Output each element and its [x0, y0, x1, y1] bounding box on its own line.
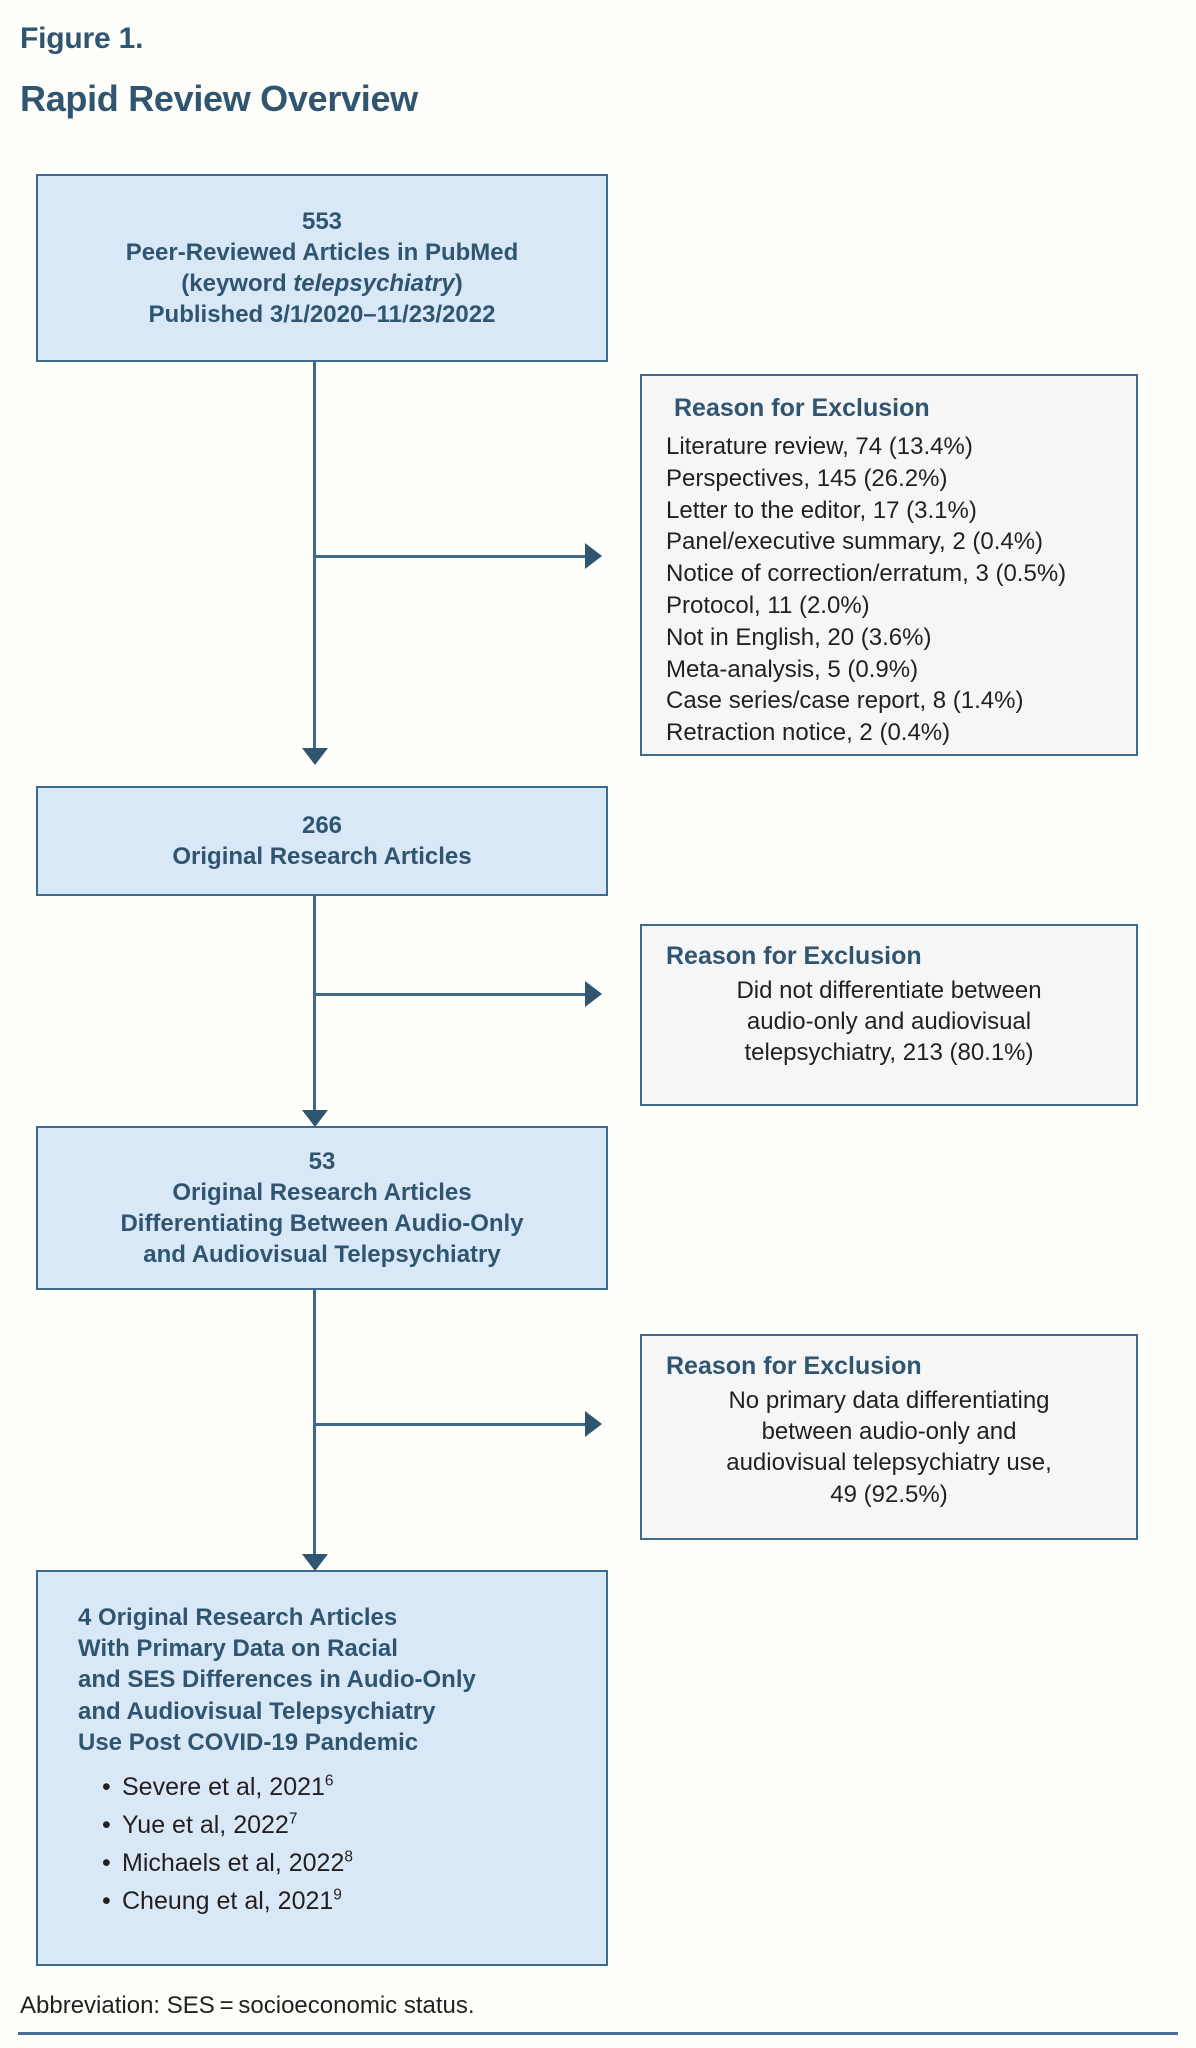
exclusion-2-line1: Did not differentiate between	[736, 977, 1042, 1004]
reference-superscript: 6	[324, 1772, 334, 1790]
box3-line2: Original Research Articles	[172, 1178, 472, 1206]
reference-item: Michaels et al, 20228	[78, 1844, 606, 1882]
exclusion-2-title: Reason for Exclusion	[666, 942, 922, 970]
reference-superscript: 7	[288, 1810, 298, 1828]
box4-line2: With Primary Data on Racial	[78, 1635, 398, 1663]
exclusion-item: Letter to the editor, 17 (3.1%)	[666, 496, 977, 524]
box3-line4: and Audiovisual Telepsychiatry	[143, 1241, 501, 1269]
reference-item: Yue et al, 20227	[78, 1806, 606, 1844]
connector-vertical-3	[313, 1290, 316, 1554]
connector-horizontal-1	[313, 555, 585, 558]
reference-text: Michaels et al, 2022	[122, 1848, 345, 1877]
box4-line5: Use Post COVID-19 Pandemic	[78, 1728, 419, 1756]
connector-horizontal-3	[313, 1423, 585, 1426]
exclusion-item: Not in English, 20 (3.6%)	[666, 623, 932, 651]
exclusion-1-title: Reason for Exclusion	[674, 394, 930, 422]
connector-horizontal-2	[313, 993, 585, 996]
flow-box-differentiating-articles: 53 Original Research Articles Differenti…	[36, 1126, 608, 1290]
box2-line2: Original Research Articles	[172, 843, 472, 870]
reference-text: Yue et al, 2022	[122, 1810, 289, 1839]
exclusion-2-body: Did not differentiate between audio-only…	[666, 975, 1112, 1069]
box3-line3: Differentiating Between Audio-Only	[120, 1210, 524, 1237]
exclusion-3-line3: audiovisual telepsychiatry use,	[726, 1449, 1052, 1477]
arrowhead-right-2	[585, 981, 602, 1007]
exclusion-3-line1: No primary data differentiating	[728, 1387, 1050, 1414]
exclusion-2-line3: telepsychiatry, 213 (80.1%)	[744, 1039, 1034, 1067]
box1-line2: Peer-Reviewed Articles in PubMed	[125, 238, 519, 266]
flow-box-total-articles: 553 Peer-Reviewed Articles in PubMed (ke…	[36, 174, 608, 362]
exclusion-item: Literature review, 74 (13.4%)	[666, 433, 973, 460]
exclusion-item: Perspectives, 145 (26.2%)	[666, 464, 948, 492]
box1-line3-suffix: )	[454, 270, 463, 297]
exclusion-box-1: Reason for Exclusion Literature review, …	[640, 374, 1138, 756]
arrowhead-down-3	[302, 1554, 328, 1571]
box1-line3: (keyword telepsychiatry)	[38, 268, 606, 299]
box1-line4: Published 3/1/2020–11/23/2022	[148, 301, 496, 329]
abbreviation-note: Abbreviation: SES = socioeconomic status…	[20, 1992, 475, 2019]
exclusion-box-3: Reason for Exclusion No primary data dif…	[640, 1334, 1138, 1540]
connector-vertical-2	[313, 896, 316, 1110]
reference-text: Severe et al, 2021	[122, 1772, 325, 1801]
footer-divider	[18, 2032, 1178, 2035]
arrowhead-right-3	[585, 1411, 602, 1437]
exclusion-item: Retraction notice, 2 (0.4%)	[666, 719, 951, 747]
exclusion-2-line2: audio-only and audiovisual	[746, 1008, 1032, 1036]
figure-title: Rapid Review Overview	[20, 78, 418, 119]
flow-box-final-included: 4 Original Research Articles With Primar…	[36, 1570, 608, 1966]
included-reference-list: Severe et al, 20216 Yue et al, 20227 Mic…	[78, 1768, 606, 1920]
exclusion-item: Meta-analysis, 5 (0.9%)	[666, 655, 919, 683]
arrowhead-down-1	[302, 748, 328, 765]
box4-line3: and SES Differences in Audio-Only	[78, 1666, 476, 1694]
exclusion-item: Case series/case report, 8 (1.4%)	[666, 687, 1024, 715]
reference-item: Severe et al, 20216	[78, 1768, 606, 1806]
box2-count: 266	[301, 811, 343, 839]
box1-keyword: telepsychiatry	[293, 270, 455, 297]
box1-line3-prefix: (keyword	[181, 270, 294, 297]
arrowhead-right-1	[585, 543, 602, 569]
box3-count: 53	[308, 1147, 336, 1175]
box4-line4: and Audiovisual Telepsychiatry	[78, 1697, 436, 1725]
box4-line1: 4 Original Research Articles	[78, 1604, 398, 1631]
reference-superscript: 8	[344, 1848, 353, 1866]
reference-superscript: 9	[333, 1886, 342, 1904]
arrowhead-down-2	[302, 1110, 328, 1127]
exclusion-item: Protocol, 11 (2.0%)	[666, 591, 870, 619]
exclusion-box-2: Reason for Exclusion Did not differentia…	[640, 924, 1138, 1106]
exclusion-3-body: No primary data differentiating between …	[666, 1385, 1112, 1510]
exclusion-1-list: Literature review, 74 (13.4%) Perspectiv…	[666, 431, 1136, 749]
exclusion-3-line2: between audio-only and	[761, 1418, 1017, 1446]
exclusion-item: Notice of correction/erratum, 3 (0.5%)	[666, 560, 1067, 588]
flow-box-original-research: 266 Original Research Articles	[36, 786, 608, 896]
exclusion-3-title: Reason for Exclusion	[666, 1352, 922, 1380]
box1-count: 553	[301, 207, 343, 235]
exclusion-item: Panel/executive summary, 2 (0.4%)	[666, 528, 1044, 556]
reference-text: Cheung et al, 2021	[122, 1886, 334, 1915]
figure-label: Figure 1.	[20, 22, 144, 55]
exclusion-3-line4: 49 (92.5%)	[830, 1480, 948, 1508]
reference-item: Cheung et al, 20219	[78, 1882, 606, 1920]
